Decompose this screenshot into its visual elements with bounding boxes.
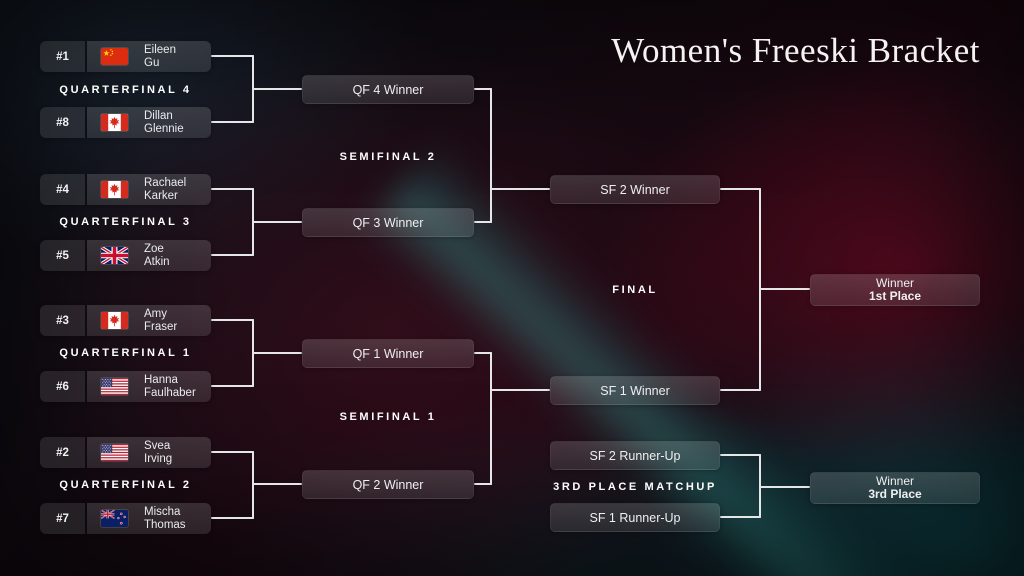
player-name: Rachael Karker [144,177,187,202]
connector-line [211,55,254,57]
connector-line [474,352,492,354]
connector-line [720,454,761,456]
connector-line [759,288,810,290]
matchup-label-sf1: SEMIFINAL 1 [339,411,437,423]
player-cell: Hanna Faulhaber [87,371,211,402]
slot-sf1-runner-up: SF 1 Runner-Up [550,503,720,532]
seed-badge: #6 [40,371,85,402]
player-name: Zoe Atkin [144,243,170,268]
slot-qf3-winner: QF 3 Winner [302,208,474,237]
first-place-label: 1st Place [868,289,922,303]
seed-divider [85,41,87,72]
player-row-mischa-thomas: #7 Mischa [40,503,211,534]
seed-badge: #2 [40,437,85,468]
flag-usa-icon [101,444,128,461]
player-cell: Svea Irving [87,437,211,468]
connector-line [211,385,254,387]
connector-line [490,389,550,391]
seed-badge: #7 [40,503,85,534]
flag-china-icon [101,48,128,65]
seed-badge: #4 [40,174,85,205]
winner-label: Winner [875,275,914,290]
matchup-label-qf1: QUARTERFINAL 1 [59,347,192,359]
slot-qf2-winner: QF 2 Winner [302,470,474,499]
flag-new-zealand-icon [101,510,128,527]
slot-sf1-winner: SF 1 Winner [550,376,720,405]
player-row-dillan-glennie: #8 Dillan Glennie [40,107,211,138]
connector-line [211,254,254,256]
connector-line [252,451,254,519]
connector-line [252,352,302,354]
player-cell: Rachael Karker [87,174,211,205]
player-name: Hanna Faulhaber [144,374,196,399]
connector-line [720,188,761,190]
matchup-label-3rd-place: 3RD PLACE MATCHUP [553,481,717,493]
slot-qf1-winner: QF 1 Winner [302,339,474,368]
flag-usa-icon [101,378,128,395]
flag-canada-icon [101,312,128,329]
player-cell: Amy Fraser [87,305,211,336]
seed-divider [85,503,87,534]
connector-line [252,88,302,90]
connector-line [211,188,254,190]
seed-divider [85,305,87,336]
player-cell: Mischa Thomas [87,503,211,534]
matchup-label-qf2: QUARTERFINAL 2 [59,479,192,491]
connector-line [252,483,302,485]
player-row-svea-irving: #2 Svea Irving [40,437,211,468]
flag-canada-icon [101,114,128,131]
first-place-box: Winner 1st Place [810,274,980,306]
connector-line [474,483,492,485]
player-row-amy-fraser: #3 Amy Fraser [40,305,211,336]
connector-line [211,451,254,453]
connector-line [474,88,492,90]
connector-line [211,121,254,123]
player-row-eileen-gu: #1 Eileen Gu [40,41,211,72]
connector-line [720,389,761,391]
seed-badge: #3 [40,305,85,336]
connector-line [474,221,492,223]
player-name: Amy Fraser [144,308,178,333]
winner-label: Winner [875,473,914,488]
seed-badge: #1 [40,41,85,72]
flag-united-kingdom-icon [101,247,128,264]
slot-sf2-winner: SF 2 Winner [550,175,720,204]
matchup-label-qf3: QUARTERFINAL 3 [59,216,192,228]
seed-divider [85,437,87,468]
seed-badge: #5 [40,240,85,271]
slot-sf2-runner-up: SF 2 Runner-Up [550,441,720,470]
seed-divider [85,371,87,402]
player-cell: Eileen Gu [87,41,211,72]
slot-qf4-winner: QF 4 Winner [302,75,474,104]
third-place-box: Winner 3rd Place [810,472,980,504]
seed-badge: #8 [40,107,85,138]
connector-line [490,88,492,223]
connector-line [211,517,254,519]
matchup-label-sf2: SEMIFINAL 2 [339,151,437,163]
seed-divider [85,107,87,138]
player-name: Svea Irving [144,440,173,465]
seed-divider [85,240,87,271]
player-cell: Zoe Atkin [87,240,211,271]
player-name: Dillan Glennie [144,110,184,135]
connector-line [211,319,254,321]
connector-line [720,516,761,518]
player-cell: Dillan Glennie [87,107,211,138]
flag-canada-icon [101,181,128,198]
page-title: Women's Freeski Bracket [611,31,980,70]
player-row-hanna-faulhaber: #6 Hanna Faulha [40,371,211,402]
matchup-label-final: FINAL [612,284,658,296]
connector-line [759,486,810,488]
player-name: Eileen Gu [144,44,176,69]
seed-divider [85,174,87,205]
connector-line [490,352,492,485]
connector-line [252,221,302,223]
player-row-rachael-karker: #4 Rachael Karker [40,174,211,205]
third-place-label: 3rd Place [868,487,922,501]
connector-line [490,188,550,190]
player-row-zoe-atkin: #5 Zoe Atkin [40,240,211,271]
matchup-label-qf4: QUARTERFINAL 4 [59,84,192,96]
player-name: Mischa Thomas [144,506,186,531]
